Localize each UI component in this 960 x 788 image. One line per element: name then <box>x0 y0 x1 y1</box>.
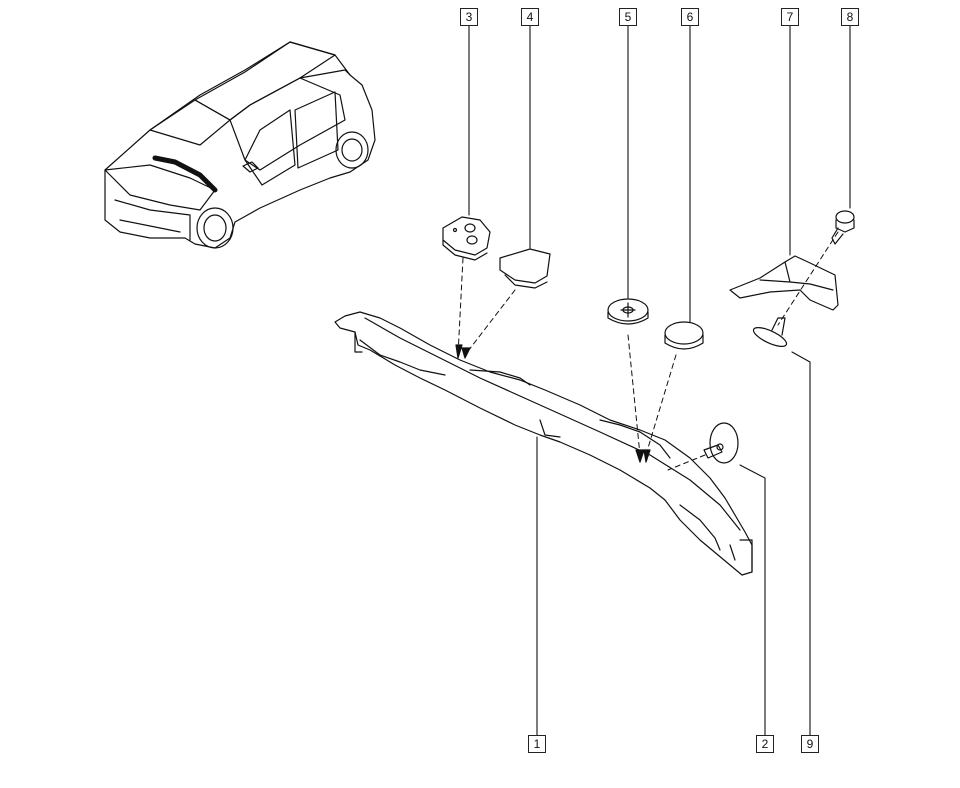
callout-6[interactable]: 6 <box>681 8 699 26</box>
callout-1[interactable]: 1 <box>528 735 546 753</box>
callout-3[interactable]: 3 <box>460 8 478 26</box>
bolt-part <box>831 210 855 245</box>
bracket-part <box>729 255 839 311</box>
push-in-clip-part <box>703 422 739 464</box>
callout-4[interactable]: 4 <box>521 8 539 26</box>
leader-lines <box>468 24 851 736</box>
cross-member-part <box>334 311 753 576</box>
callout-2[interactable]: 2 <box>756 735 774 753</box>
callout-9[interactable]: 9 <box>801 735 819 753</box>
assembly-lines <box>457 231 839 471</box>
cap-plug-part <box>664 321 704 350</box>
callout-8[interactable]: 8 <box>841 8 859 26</box>
triangular-plug-part <box>499 248 551 289</box>
highlighted-part-icon <box>152 155 218 193</box>
clip-fastener-part <box>752 317 788 347</box>
triangular-pad-part <box>442 216 491 261</box>
grommet-part <box>607 298 649 325</box>
callout-5[interactable]: 5 <box>619 8 637 26</box>
arrowheads-icon <box>455 344 651 463</box>
vehicle-thumbnail <box>104 41 376 249</box>
callout-7[interactable]: 7 <box>781 8 799 26</box>
